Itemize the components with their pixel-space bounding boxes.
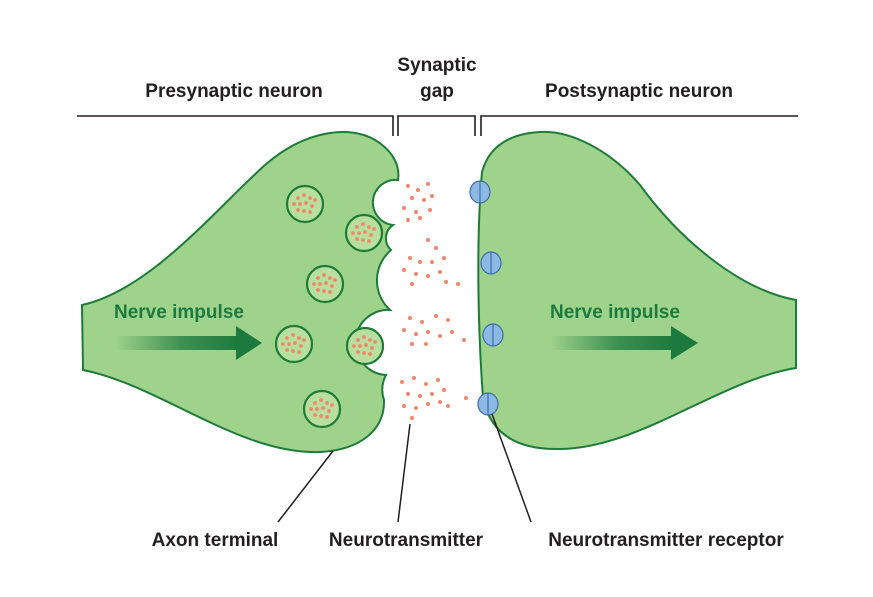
vesicle [345,326,385,366]
receptor-label: Neurotransmitter receptor [548,530,784,551]
receptor [477,392,499,416]
presynaptic-label: Presynaptic neuron [145,81,322,102]
axon-terminal-leader [277,450,334,523]
gap-label-line2: gap [420,81,454,102]
nerve-impulse-label-left: Nerve impulse [114,302,244,323]
neurotransmitter-label: Neurotransmitter [329,530,484,551]
gap-bracket [397,115,476,136]
postsynaptic-label: Postsynaptic neuron [545,81,733,102]
vesicle [274,324,314,364]
presynaptic-bracket [77,115,394,136]
axon-terminal-label: Axon terminal [152,530,279,551]
receptors [469,180,504,416]
synaptic-vesicles [274,184,385,429]
vesicle [302,389,342,429]
receptor [480,251,502,275]
vesicle [285,184,325,224]
leader-lines [277,413,532,523]
nerve-impulse-arrow-left [115,326,262,360]
postsynaptic-bracket [480,115,798,136]
receptor [469,180,491,204]
neurotransmitter-particles [399,181,469,421]
nerve-impulse-label-right: Nerve impulse [550,302,680,323]
gap-label-line1: Synaptic [397,55,477,76]
postsynaptic-neuron-shape [477,130,797,451]
presynaptic-neuron-shape [80,131,400,454]
vesicle [344,213,384,253]
receptor-leader [491,413,532,523]
receptor [482,323,504,347]
vesicle [305,264,345,304]
header-brackets [77,115,798,136]
neurotransmitter-leader [397,423,411,523]
nerve-impulse-arrow-right [550,326,698,360]
